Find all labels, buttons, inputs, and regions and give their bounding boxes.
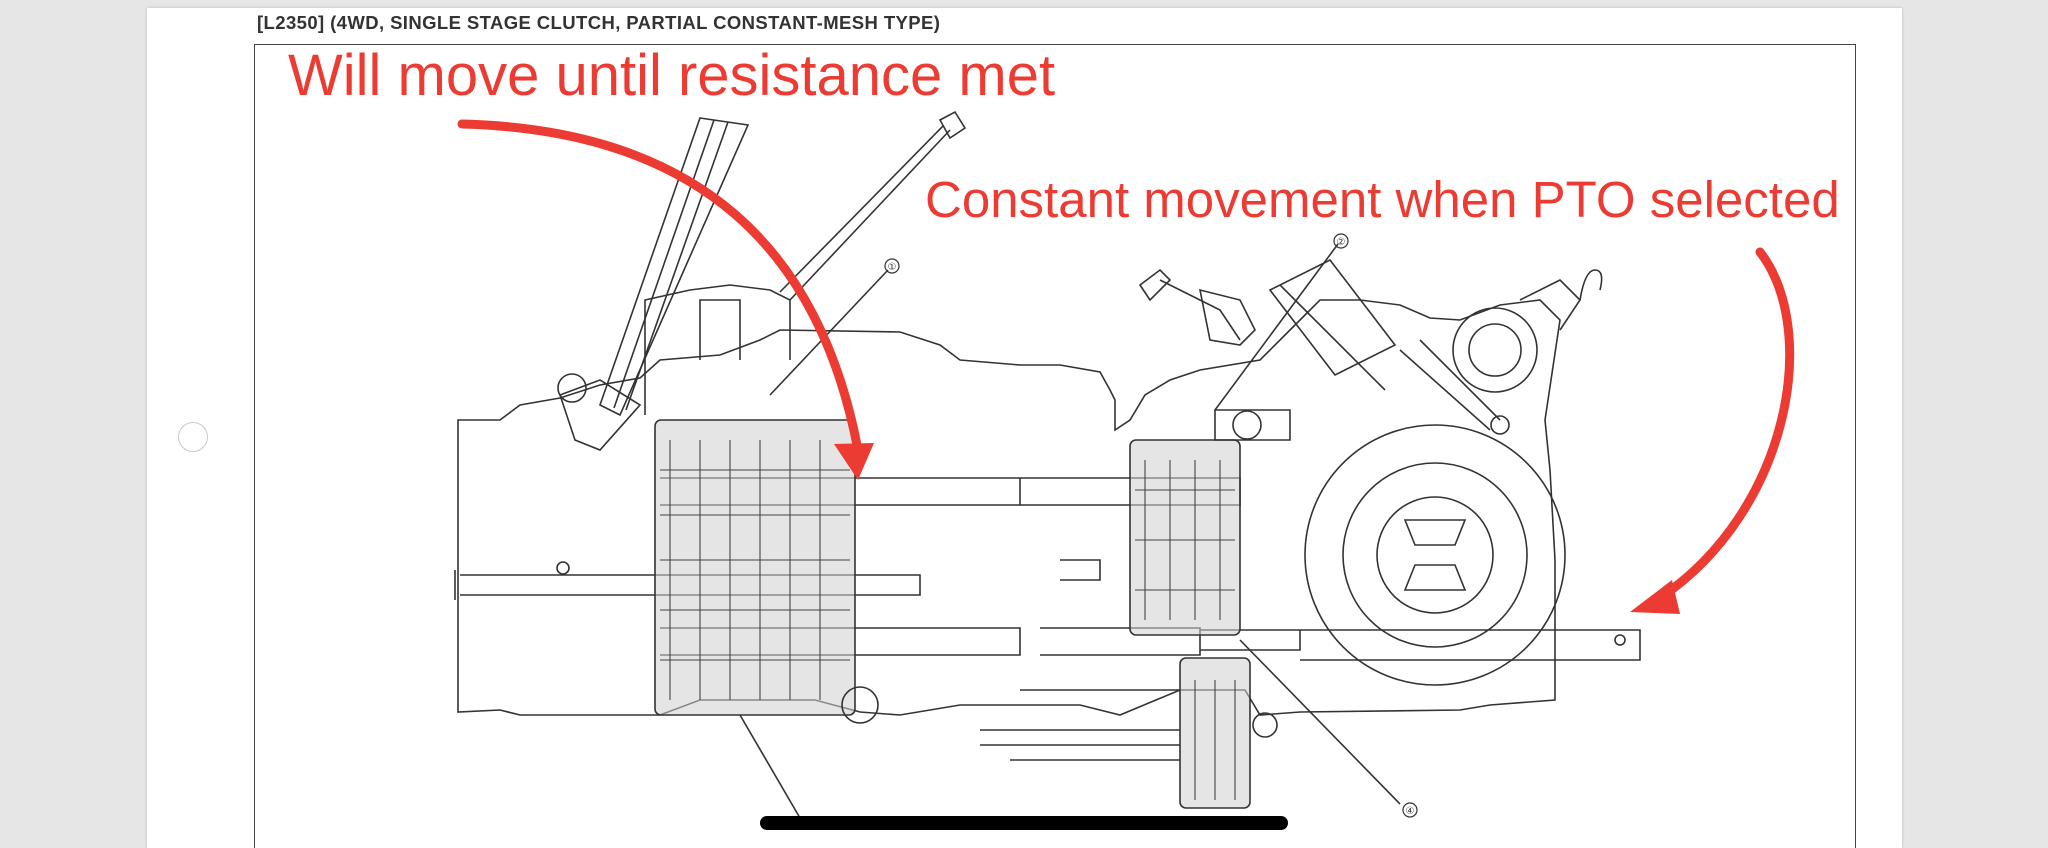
home-indicator-bar[interactable] <box>760 816 1288 830</box>
document-page[interactable] <box>147 8 1902 848</box>
annotation-right-note: Constant movement when PTO selected <box>925 171 1840 228</box>
callout-4: ④ <box>1406 806 1415 817</box>
callout-1: ① <box>888 262 897 273</box>
annotation-left-note: Will move until resistance met <box>288 43 1056 108</box>
scroll-position-indicator[interactable] <box>178 422 208 452</box>
callout-2: ② <box>1337 237 1346 248</box>
page-heading: [L2350] (4WD, SINGLE STAGE CLUTCH, PARTI… <box>257 12 941 33</box>
red-curved-arrow <box>457 119 874 480</box>
top-edge <box>0 0 2048 8</box>
red-curved-arrow <box>1630 247 1795 614</box>
figure-frame <box>254 44 1856 848</box>
